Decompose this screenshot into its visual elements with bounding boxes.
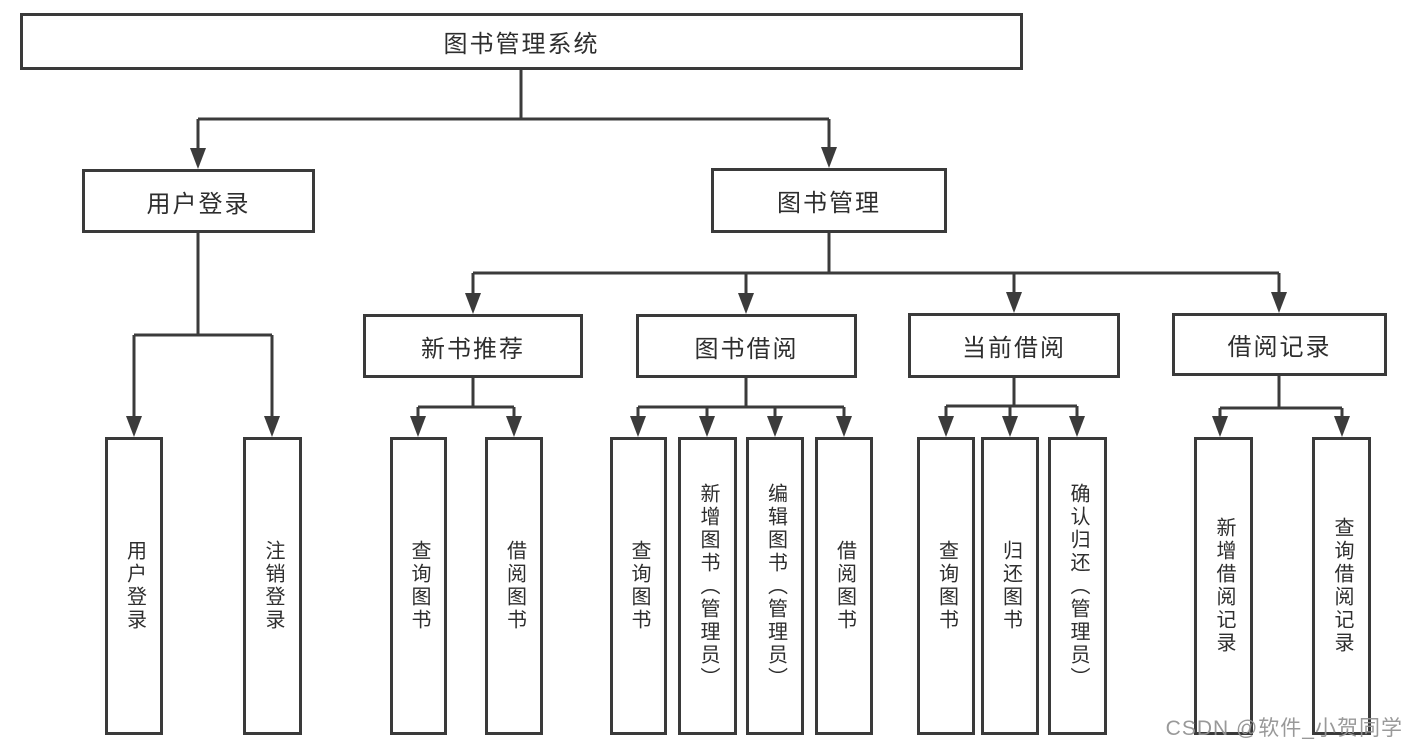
leaf-logout: 注销登录 <box>243 437 302 735</box>
node-current-borrowing: 当前借阅 <box>908 313 1120 378</box>
leaf-user-login-label: 用户登录 <box>123 540 146 632</box>
node-book-borrowing-label: 图书借阅 <box>694 335 799 363</box>
leaf-borrow-books-recommend-label: 借阅图书 <box>503 540 526 632</box>
node-library-system-label: 图书管理系统 <box>443 31 600 58</box>
leaf-borrow-books-recommend: 借阅图书 <box>485 437 543 735</box>
node-book-management: 图书管理 <box>711 168 947 233</box>
leaf-query-books-current-label: 查询图书 <box>935 540 958 632</box>
node-user-login: 用户登录 <box>82 169 315 233</box>
leaf-confirm-return-admin-label: 确认归还（管理员） <box>1067 482 1089 690</box>
leaf-user-login: 用户登录 <box>105 437 163 735</box>
leaf-confirm-return-admin: 确认归还（管理员） <box>1048 437 1107 735</box>
node-new-book-recommend-label: 新书推荐 <box>421 335 525 363</box>
node-current-borrowing-label: 当前借阅 <box>962 335 1066 362</box>
node-user-login-label: 用户登录 <box>146 190 251 218</box>
leaf-logout-label: 注销登录 <box>262 540 284 632</box>
leaf-add-books-admin-label: 新增图书（管理员） <box>697 482 719 690</box>
leaf-query-borrow-record-label: 查询借阅记录 <box>1331 517 1353 655</box>
node-library-system: 图书管理系统 <box>20 13 1023 70</box>
leaf-query-borrow-record: 查询借阅记录 <box>1312 437 1371 735</box>
leaf-query-books-borrowing: 查询图书 <box>610 437 667 735</box>
leaf-return-books: 归还图书 <box>981 437 1039 735</box>
leaf-borrow-books-borrowing: 借阅图书 <box>815 437 873 735</box>
node-book-management-label: 图书管理 <box>777 190 881 217</box>
node-new-book-recommend: 新书推荐 <box>363 314 583 378</box>
leaf-edit-books-admin: 编辑图书（管理员） <box>746 437 804 735</box>
node-borrowing-records: 借阅记录 <box>1172 313 1387 376</box>
leaf-query-books-borrowing-label: 查询图书 <box>628 540 650 632</box>
leaf-edit-books-admin-label: 编辑图书（管理员） <box>764 482 787 690</box>
leaf-query-books-current: 查询图书 <box>917 437 975 735</box>
leaf-add-borrow-record-label: 新增借阅记录 <box>1213 517 1235 655</box>
arrowheads <box>126 147 1350 437</box>
leaf-borrow-books-borrowing-label: 借阅图书 <box>833 540 856 632</box>
leaf-add-borrow-record: 新增借阅记录 <box>1194 437 1253 735</box>
leaf-add-books-admin: 新增图书（管理员） <box>678 437 737 735</box>
leaf-return-books-label: 归还图书 <box>999 540 1022 632</box>
csdn-watermark: CSDN @软件_小贺同学 <box>1165 717 1403 740</box>
node-book-borrowing: 图书借阅 <box>636 314 857 378</box>
leaf-query-books-recommend: 查询图书 <box>390 437 447 735</box>
node-borrowing-records-label: 借阅记录 <box>1227 334 1332 361</box>
leaf-query-books-recommend-label: 查询图书 <box>408 540 430 632</box>
